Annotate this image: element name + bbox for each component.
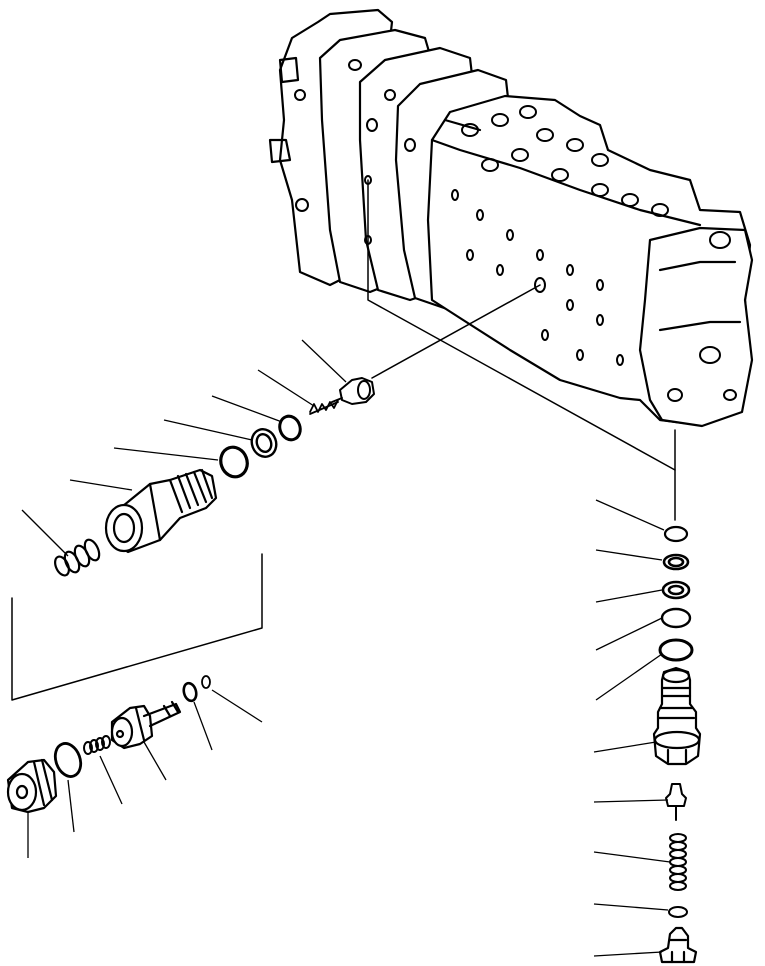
right-o-ring-2 [660,607,692,629]
right-backup-ring [662,553,690,571]
valve-ports [294,59,737,402]
right-valve-cartridge [652,666,702,766]
plug [6,758,58,814]
group-bracket [11,553,263,701]
right-o-ring-4 [668,906,688,918]
spring-small-2 [83,735,111,755]
o-ring-2 [219,445,249,479]
right-group-leaders [593,499,671,957]
o-ring-4 [182,681,198,703]
piston [110,700,182,750]
left-group-leaders [21,339,347,858]
o-ring-1 [278,414,302,442]
right-o-ring-3 [658,638,694,662]
backup-ring-1 [250,428,278,458]
assembly-leader-lines [367,179,676,521]
right-o-ring-1 [663,525,689,543]
large-spring [54,538,101,577]
small-spring [309,399,339,415]
right-spring [669,833,687,891]
right-adjust-screw [658,926,698,964]
right-poppet [665,783,687,821]
poppet [331,377,375,405]
control-valve-assembly [268,8,754,428]
o-ring-5 [201,675,211,689]
right-backup-ring-2 [661,580,691,600]
relief-valve-sleeve [104,468,218,554]
o-ring-3 [53,742,83,778]
